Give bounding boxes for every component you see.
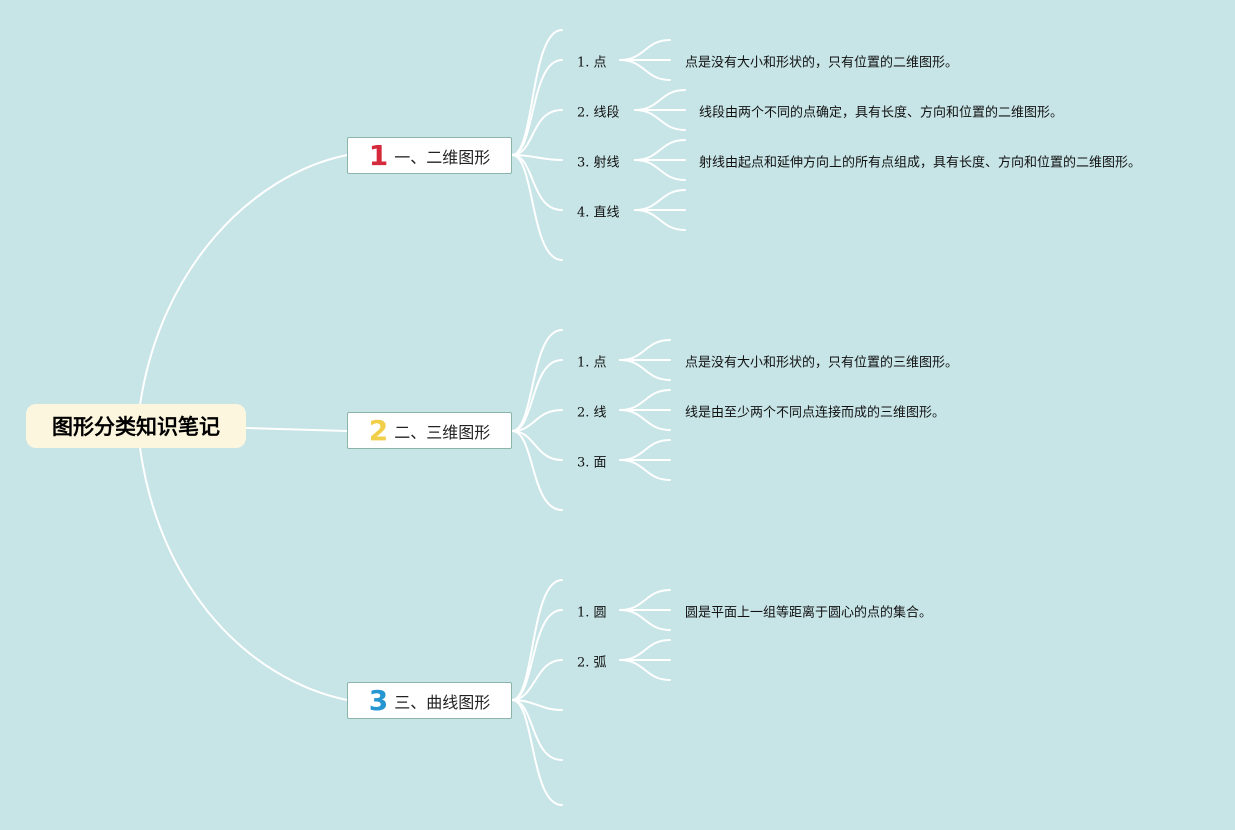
topic-description: 圆是平面上一组等距离于圆心的点的集合。 [685,605,933,621]
topic-item[interactable]: 2. 弧 [577,655,607,671]
number-one-icon: 1 [368,138,389,172]
category-label: 一、二维图形 [394,147,491,167]
category-label: 三、曲线图形 [394,692,491,712]
topic-item[interactable]: 1. 点 [577,355,607,371]
root-topic[interactable]: 图形分类知识笔记 [26,404,246,448]
category-label: 二、三维图形 [394,422,491,442]
topic-item[interactable]: 3. 面 [577,455,607,471]
category-node-2d-shapes[interactable]: 1 一、二维图形 [347,137,512,174]
topic-description: 点是没有大小和形状的，只有位置的二维图形。 [685,55,959,71]
topic-item[interactable]: 1. 圆 [577,605,607,621]
category-node-curve-shapes[interactable]: 3 三、曲线图形 [347,682,512,719]
topic-item[interactable]: 1. 点 [577,55,607,71]
topic-item[interactable]: 4. 直线 [577,205,620,221]
number-two-icon: 2 [368,413,389,447]
topic-description: 射线由起点和延伸方向上的所有点组成，具有长度、方向和位置的二维图形。 [699,155,1142,171]
topic-description: 线段由两个不同的点确定，具有长度、方向和位置的二维图形。 [699,105,1064,121]
topic-description: 线是由至少两个不同点连接而成的三维图形。 [685,405,946,421]
topic-item[interactable]: 3. 射线 [577,155,620,171]
topic-description: 点是没有大小和形状的，只有位置的三维图形。 [685,355,959,371]
topic-item[interactable]: 2. 线 [577,405,607,421]
topic-item[interactable]: 2. 线段 [577,105,620,121]
number-three-icon: 3 [368,683,389,717]
category-node-3d-shapes[interactable]: 2 二、三维图形 [347,412,512,449]
